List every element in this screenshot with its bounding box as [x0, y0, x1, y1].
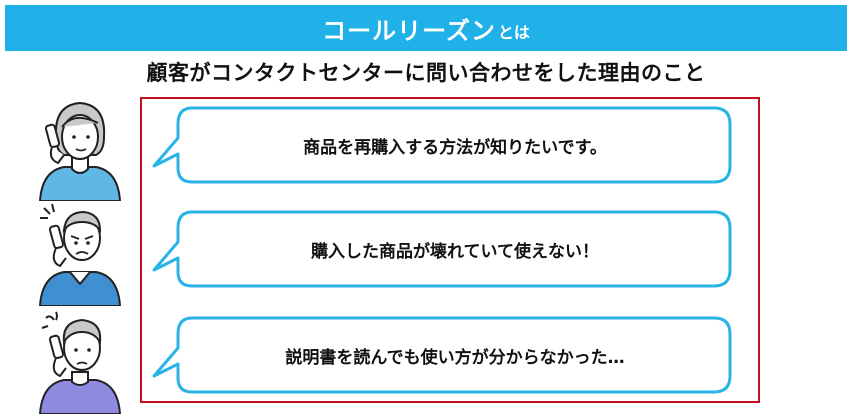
reasons-frame — [140, 97, 760, 403]
speech-bubble-2: 購入した商品が壊れていて使えない！ — [152, 210, 732, 288]
bubble-text-1: 商品を再購入する方法が知りたいです。 — [303, 137, 607, 158]
caller-angry-man-illustration — [34, 202, 130, 307]
header-banner: コールリーズンとは — [5, 5, 847, 51]
bubble-text-2: 購入した商品が壊れていて使えない！ — [311, 241, 599, 262]
caller-woman-illustration — [34, 97, 130, 202]
banner-title: コールリーズン — [322, 16, 496, 45]
banner-suffix: とは — [497, 23, 530, 42]
bubble-text-3: 説明書を読んでも使い方が分からなかった… — [285, 347, 625, 368]
speech-bubble-3: 説明書を読んでも使い方が分からなかった… — [152, 316, 732, 394]
definition-text: 顧客がコンタクトセンターに問い合わせをした理由のこと — [146, 61, 706, 85]
caller-confused-elder-illustration — [34, 310, 130, 415]
speech-bubble-1: 商品を再購入する方法が知りたいです。 — [152, 106, 732, 184]
